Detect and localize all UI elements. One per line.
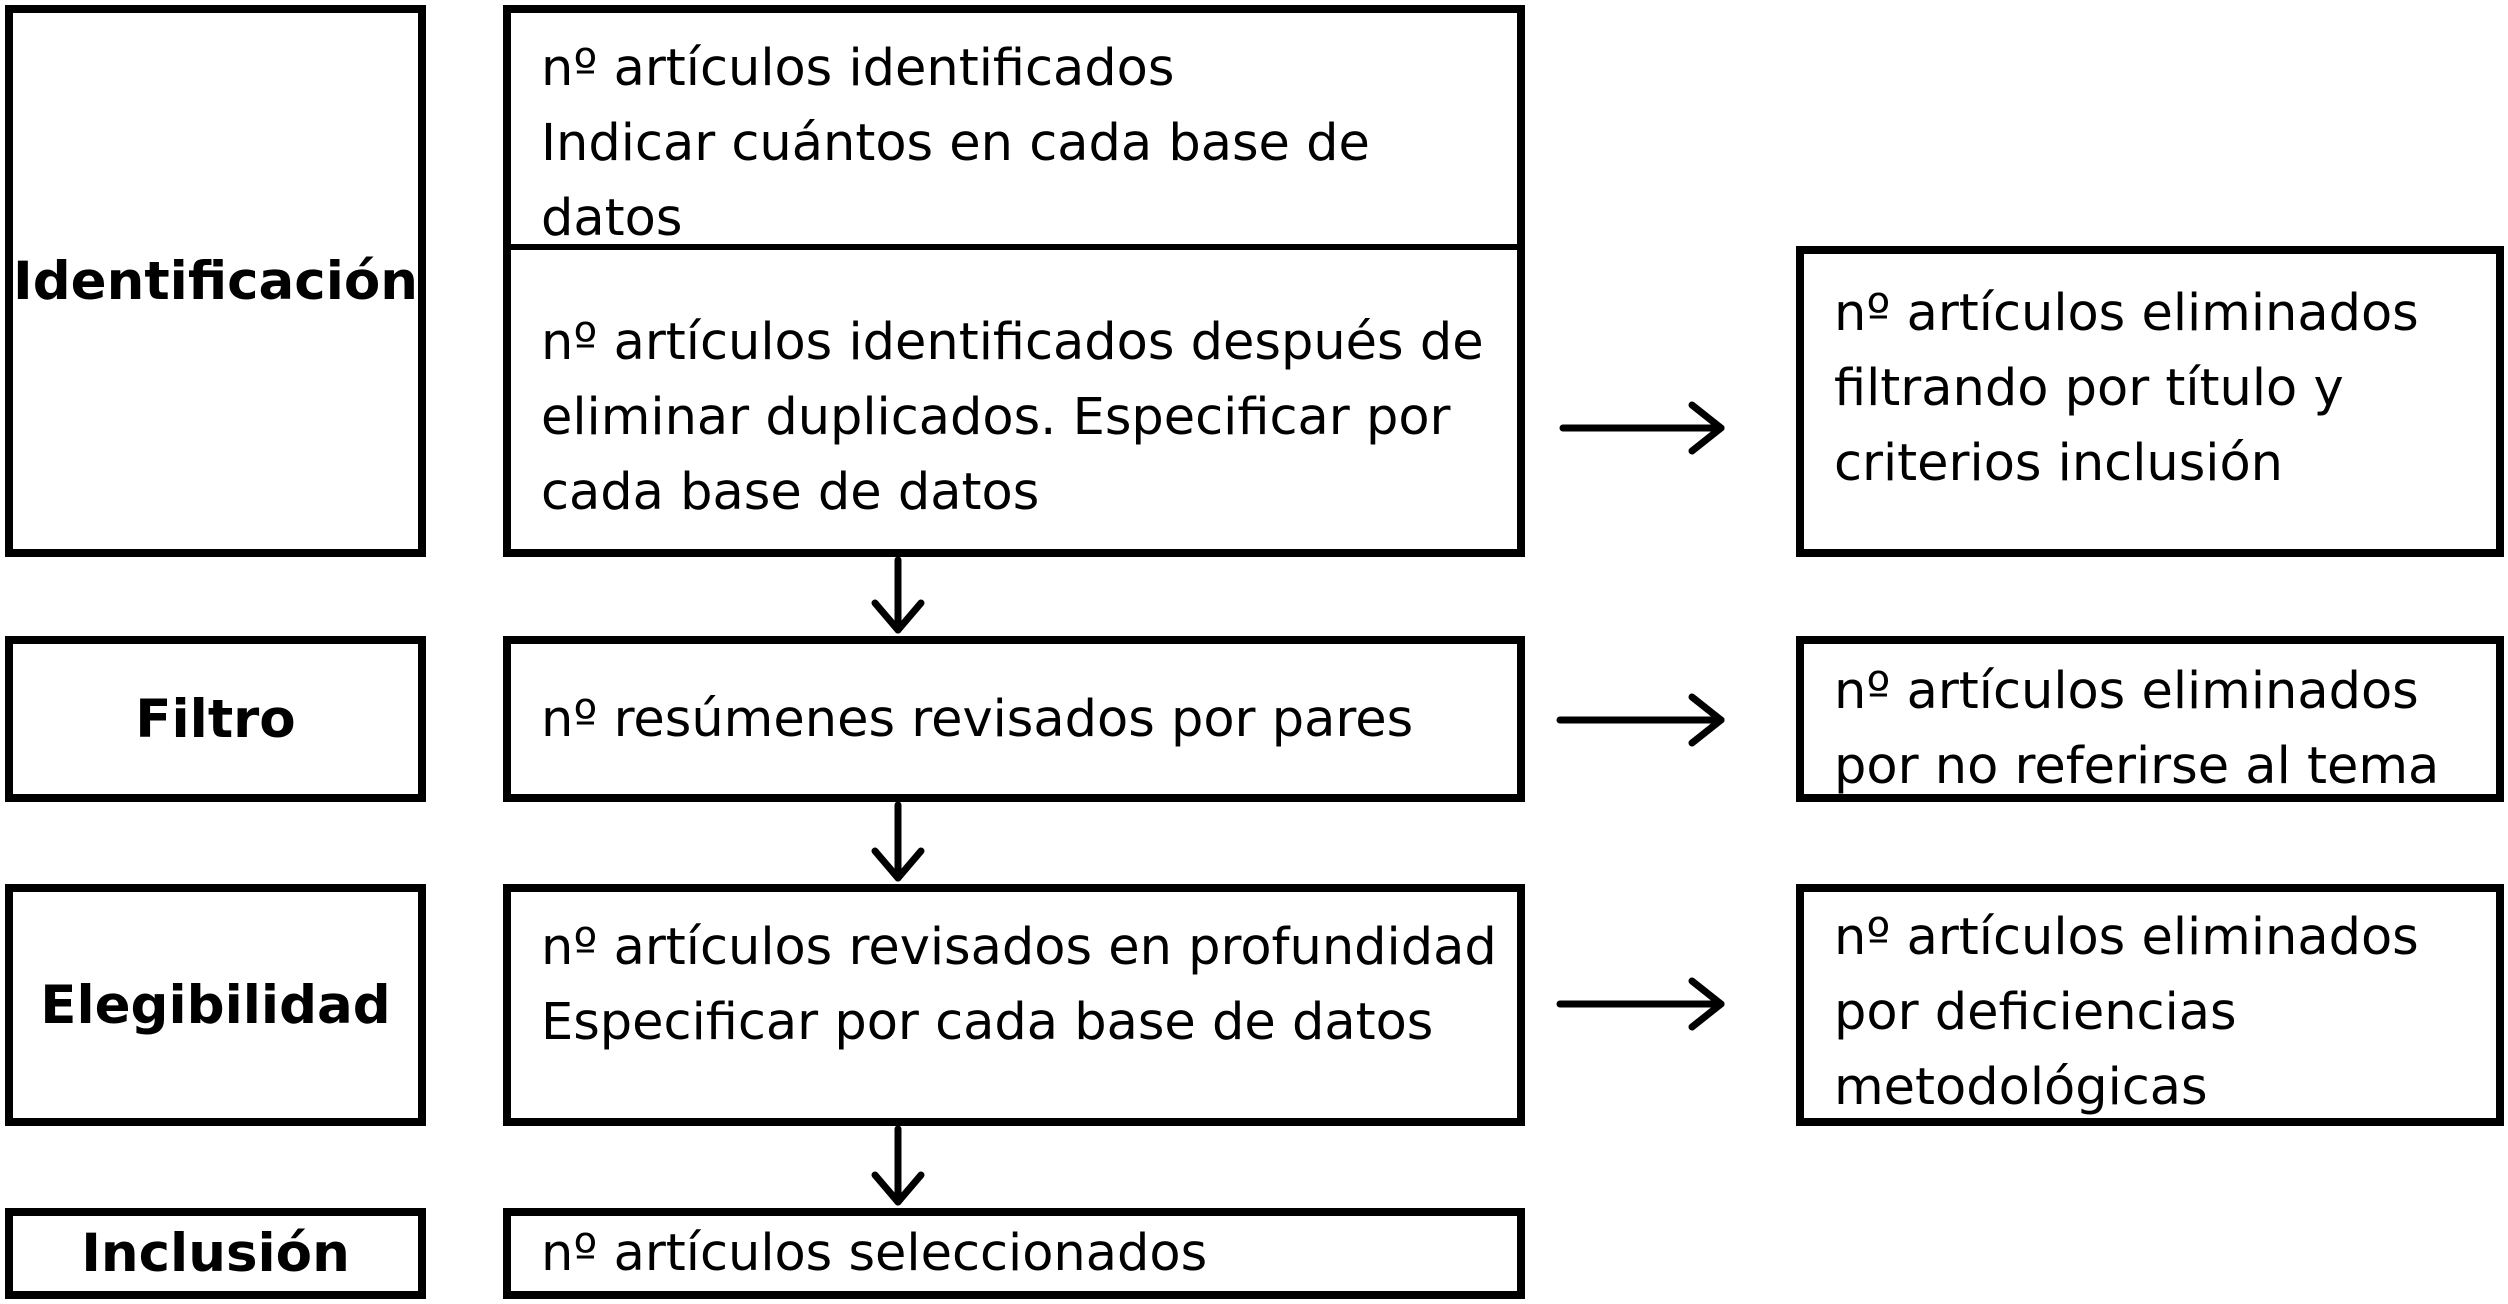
box-excluded-title-criteria-line-2: filtrando por título y [1834,359,2344,418]
box-articles-identified-line-1: nº artículos identificados [541,39,1175,98]
arrow-right-2 [1556,693,1725,747]
box-in-depth-review-line-2: Especificar por cada base de datos [541,993,1434,1052]
box-excluded-off-topic: nº artículos eliminados por no referirse… [1796,636,2504,802]
arrow-right-3 [1556,977,1725,1031]
box-excluded-title-criteria: nº artículos eliminados filtrando por tí… [1796,246,2504,557]
box-excluded-methodology: nº artículos eliminados por deficiencias… [1796,884,2504,1126]
stage-inclusion: Inclusión [5,1208,426,1299]
box-excluded-title-criteria-line-1: nº artículos eliminados [1834,284,2419,343]
box-excluded-off-topic-line-2: por no referirse al tema [1834,737,2440,796]
box-after-duplicates-line-2: eliminar duplicados. Especificar por [541,388,1451,447]
box-in-depth-review-line-1: nº artículos revisados en profundidad [541,918,1497,977]
arrow-right-1 [1559,401,1725,455]
box-excluded-methodology-line-2: por deficiencias [1834,983,2237,1042]
box-after-duplicates-line-3: cada base de datos [541,463,1040,522]
arrow-down-1 [871,556,925,634]
identification-divider [503,244,1525,250]
box-excluded-methodology-line-3: metodológicas [1834,1058,2208,1117]
stage-inclusion-label: Inclusión [81,1223,350,1284]
stage-elegibilidad-label: Elegibilidad [40,974,391,1036]
stage-identificacion: Identificación [5,5,426,557]
box-articles-identified-line-2: Indicar cuántos en cada base de [541,114,1370,173]
box-excluded-off-topic-line-1: nº artículos eliminados [1834,662,2419,721]
arrow-down-3 [871,1125,925,1206]
stage-filtro-label: Filtro [135,688,296,750]
box-excluded-title-criteria-line-3: criterios inclusión [1834,434,2283,493]
stage-elegibilidad: Elegibilidad [5,884,426,1126]
stage-filtro: Filtro [5,636,426,802]
box-articles-identified: nº artículos identificados Indicar cuánt… [503,5,1525,557]
box-in-depth-review: nº artículos revisados en profundidad Es… [503,884,1525,1126]
box-articles-identified-line-3: datos [541,189,683,248]
box-abstracts-reviewed-line-1: nº resúmenes revisados por pares [541,689,1414,749]
box-abstracts-reviewed: nº resúmenes revisados por pares [503,636,1525,802]
stage-identificacion-label: Identificación [12,250,419,312]
box-after-duplicates-line-1: nº artículos identificados después de [541,313,1484,372]
box-articles-selected: nº artículos seleccionados [503,1208,1525,1299]
arrow-down-2 [871,801,925,882]
box-articles-selected-line-1: nº artículos seleccionados [541,1224,1208,1283]
box-excluded-methodology-line-1: nº artículos eliminados [1834,908,2419,967]
